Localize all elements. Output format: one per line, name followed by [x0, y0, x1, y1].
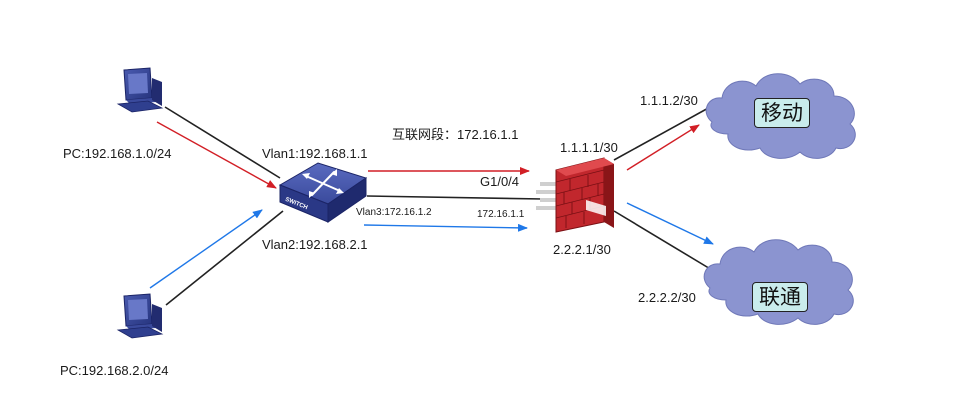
flow-arrow-pc1-to-switch	[156, 121, 277, 189]
pc1-desktop-computer-icon	[116, 67, 164, 113]
vlan3-label: Vlan3:172.16.1.2	[356, 207, 432, 218]
flow-arrow-firewall-to-mobile	[626, 124, 700, 171]
unicom-cloud-label: 联通	[752, 282, 808, 312]
pc2-desktop-computer-icon	[116, 293, 164, 339]
interconnect-segment-label: 互联网段：172.16.1.1	[392, 127, 519, 142]
unicom-ip-label: 2.2.2.2/30	[638, 290, 696, 305]
link-switch-firewall	[366, 195, 544, 200]
mobile-cloud-label: 移动	[754, 98, 810, 128]
firewall-wan2-label: 2.2.2.1/30	[553, 242, 611, 257]
network-switch-icon: SWITCH	[278, 162, 368, 223]
vlan2-label: Vlan2:192.168.2.1	[262, 237, 368, 252]
port-label: G1/0/4	[480, 174, 520, 189]
pc1-subnet-label: PC:192.168.1.0/24	[63, 146, 172, 161]
firewall-wan1-label: 1.1.1.1/30	[560, 140, 618, 155]
link-pc2-switch	[165, 210, 284, 306]
flow-arrow-switch-to-firewall-blue	[363, 223, 528, 232]
pc2-subnet-label: PC:192.168.2.0/24	[60, 363, 169, 378]
flow-arrow-pc2-to-switch	[149, 209, 263, 289]
flow-arrow-firewall-to-unicom	[626, 202, 714, 245]
link-pc1-switch	[164, 106, 281, 179]
firewall-inner-ip-label: 172.16.1.1	[477, 209, 525, 220]
link-firewall-unicom	[613, 210, 713, 271]
vlan1-label: Vlan1:192.168.1.1	[262, 146, 368, 161]
mobile-ip-label: 1.1.1.2/30	[640, 93, 698, 108]
firewall-icon	[536, 157, 614, 233]
link-firewall-mobile	[613, 105, 713, 161]
